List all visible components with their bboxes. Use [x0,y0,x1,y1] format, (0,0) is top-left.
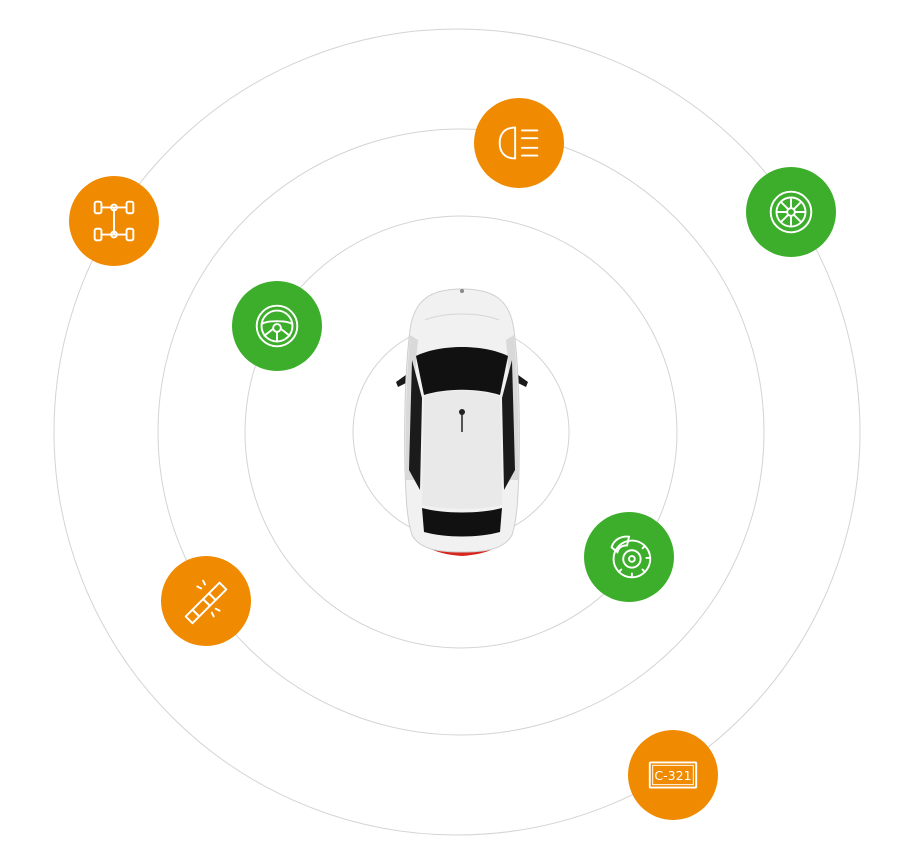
tire-wheel-icon [769,190,813,234]
steering-wheel-icon [255,304,299,348]
car-top-view [396,288,528,556]
brake-disc-icon [610,535,652,579]
ring-3 [157,128,765,736]
seatbelt-icon [184,579,228,625]
headlight-badge[interactable] [474,98,564,188]
axle-drivetrain-icon [93,200,135,242]
car-windshield [416,347,508,395]
axle-drivetrain-badge[interactable] [69,176,159,266]
license-plate-badge[interactable]: C-321 [628,730,718,820]
license-plate-icon: C-321 [648,761,698,789]
license-plate-text: C-321 [654,768,691,783]
ring-2 [244,215,678,649]
tire-wheel-badge[interactable] [746,167,836,257]
car-roof [422,390,502,509]
steering-wheel-badge[interactable] [232,281,322,371]
ring-4 [53,28,861,836]
car-rear-window [422,508,502,537]
seatbelt-badge[interactable] [161,556,251,646]
headlight-icon [498,126,539,160]
brake-disc-badge[interactable] [584,512,674,602]
